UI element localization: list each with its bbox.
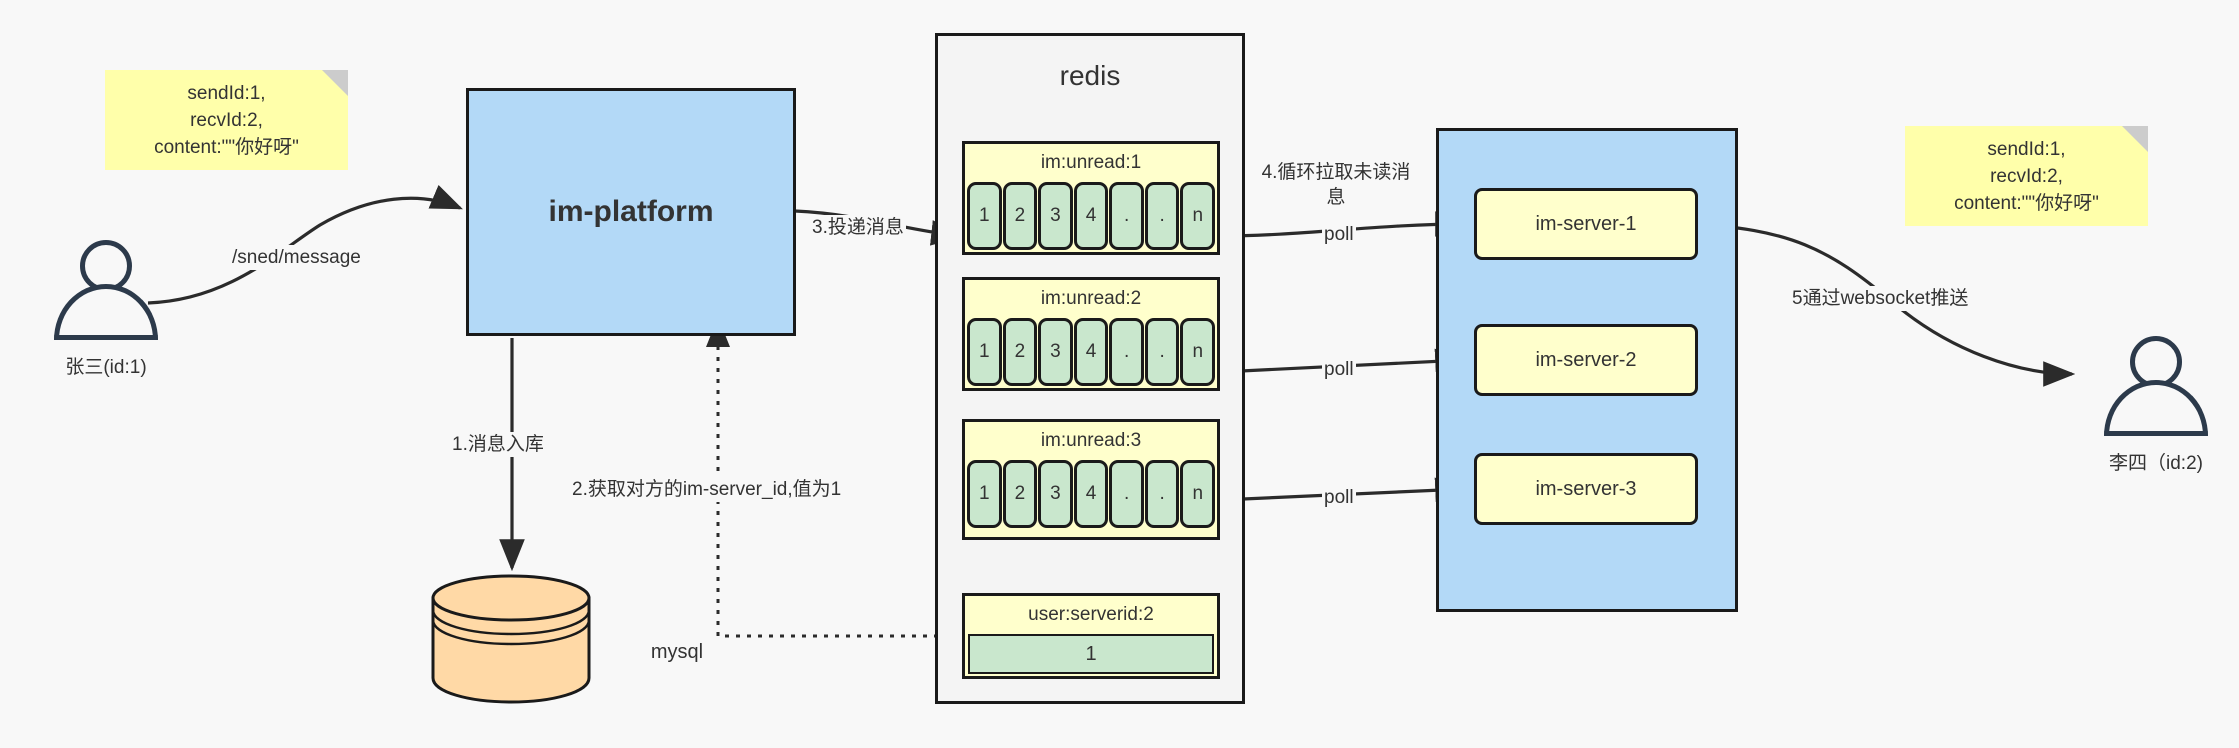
im-platform-box[interactable]: im-platform — [466, 88, 796, 336]
queue-cell[interactable]: n — [1180, 460, 1216, 528]
redis-queue-0[interactable]: im:unread:1 1 2 3 4 . . n — [962, 141, 1220, 255]
queue-cell[interactable]: . — [1109, 182, 1144, 250]
edge-label-poll-3: poll — [1322, 485, 1356, 510]
queue-cell[interactable]: 3 — [1038, 460, 1073, 528]
redis-queue-key: im:unread:1 — [965, 144, 1217, 182]
queue-cell[interactable]: 1 — [967, 318, 1002, 386]
message-payload-note-right: sendId:1, recvId:2, content:""你好呀" — [1905, 126, 2148, 226]
redis-kv-value: 1 — [968, 634, 1214, 674]
redis-kv-entry[interactable]: user:serverid:2 1 — [962, 593, 1220, 679]
im-server-label: im-server-3 — [1535, 477, 1637, 500]
edge-label-step1: 1.消息入库 — [450, 432, 546, 457]
queue-cell[interactable]: 4 — [1073, 318, 1109, 386]
edge-label-poll-2: poll — [1322, 357, 1356, 382]
edge-label-step5: 5通过websocket推送 — [1790, 286, 1971, 311]
im-platform-label: im-platform — [548, 195, 714, 228]
queue-cell[interactable]: 4 — [1073, 182, 1109, 250]
mysql-database[interactable]: mysql — [428, 568, 703, 708]
redis-queue-key: im:unread:2 — [965, 280, 1217, 318]
edge-label-step2: 2.获取对方的im-server_id,值为1 — [570, 477, 844, 502]
queue-cell[interactable]: . — [1109, 318, 1144, 386]
im-server-label: im-server-2 — [1535, 348, 1637, 371]
im-server-1-box[interactable]: im-server-1 — [1474, 188, 1698, 260]
queue-cell[interactable]: . — [1144, 182, 1180, 250]
redis-queue-cells: 1 2 3 4 . . n — [965, 182, 1217, 253]
edge-label-send-message: /sned/message — [230, 245, 363, 270]
redis-queue-key: im:unread:3 — [965, 422, 1217, 460]
actor-sender: 张三(id:1) — [36, 240, 176, 390]
redis-title: redis — [1059, 60, 1121, 91]
database-cylinder-icon — [431, 574, 591, 704]
actor-sender-label: 张三(id:1) — [65, 357, 147, 378]
note-text: sendId:1, recvId:2, content:""你好呀" — [1954, 138, 2099, 214]
redis-queue-cells: 1 2 3 4 . . n — [965, 460, 1217, 531]
im-server-3-box[interactable]: im-server-3 — [1474, 453, 1698, 525]
note-fold-icon — [322, 70, 348, 96]
mysql-label: mysql — [650, 640, 704, 663]
queue-cell[interactable]: 2 — [1002, 318, 1038, 386]
user-icon-body — [54, 284, 158, 340]
queue-cell[interactable]: 3 — [1038, 182, 1073, 250]
actor-receiver-label: 李四（id:2) — [2109, 453, 2203, 474]
queue-cell[interactable]: 2 — [1002, 182, 1038, 250]
redis-queue-1[interactable]: im:unread:2 1 2 3 4 . . n — [962, 277, 1220, 391]
queue-cell[interactable]: . — [1144, 318, 1180, 386]
queue-cell[interactable]: . — [1109, 460, 1144, 528]
queue-cell[interactable]: 1 — [967, 182, 1002, 250]
note-fold-icon — [2122, 126, 2148, 152]
actor-receiver: 李四（id:2) — [2086, 336, 2226, 486]
redis-kv-key: user:serverid:2 — [965, 596, 1217, 634]
edge-label-step3: 3.投递消息 — [810, 215, 906, 240]
queue-cell[interactable]: . — [1144, 460, 1180, 528]
edge-label-step4: 4.循环拉取未读消 息 — [1258, 160, 1414, 210]
message-payload-note-left: sendId:1, recvId:2, content:""你好呀" — [105, 70, 348, 170]
im-server-label: im-server-1 — [1535, 212, 1637, 235]
queue-cell[interactable]: 1 — [967, 460, 1002, 528]
im-server-2-box[interactable]: im-server-2 — [1474, 324, 1698, 396]
note-text: sendId:1, recvId:2, content:""你好呀" — [154, 82, 299, 158]
queue-cell[interactable]: 3 — [1038, 318, 1073, 386]
redis-queue-cells: 1 2 3 4 . . n — [965, 318, 1217, 389]
queue-cell[interactable]: n — [1180, 318, 1216, 386]
user-icon-body — [2104, 380, 2208, 436]
queue-cell[interactable]: n — [1180, 182, 1216, 250]
user-icon-head — [2130, 336, 2182, 388]
edge-label-poll-1: poll — [1322, 222, 1356, 247]
queue-cell[interactable]: 4 — [1073, 460, 1109, 528]
queue-cell[interactable]: 2 — [1002, 460, 1038, 528]
redis-queue-2[interactable]: im:unread:3 1 2 3 4 . . n — [962, 419, 1220, 540]
